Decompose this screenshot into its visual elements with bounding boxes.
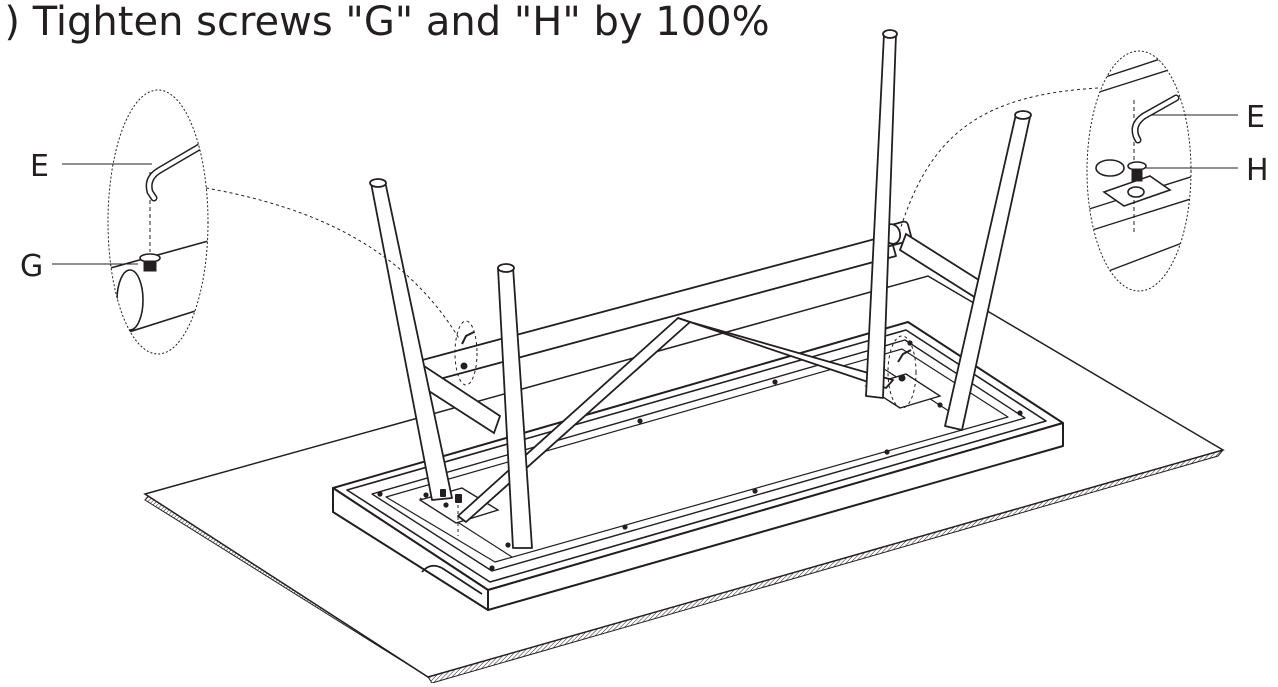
leg-front-left bbox=[497, 263, 533, 549]
leader-line-left bbox=[205, 187, 461, 341]
step-number-marker: ) bbox=[4, 0, 20, 45]
callout-left-screw-g: G bbox=[20, 249, 43, 284]
detail-marker-left bbox=[454, 320, 478, 386]
callout-right-wrench-e: E bbox=[1246, 100, 1265, 135]
zoom-inset-right bbox=[1086, 50, 1238, 292]
step-instruction-text: Tighten screws "G" and "H" by 100% bbox=[32, 0, 770, 45]
leg-front-right bbox=[944, 110, 1032, 431]
screw-g-location-left bbox=[440, 489, 462, 536]
callout-right-screw-h: H bbox=[1246, 153, 1269, 188]
leg-back-left bbox=[369, 178, 453, 501]
leg-back-right bbox=[865, 29, 898, 399]
table-legs bbox=[369, 29, 1032, 549]
callout-left-wrench-e: E bbox=[30, 149, 49, 184]
detail-marker-right bbox=[887, 335, 917, 409]
step-instruction: ) Tighten screws "G" and "H" by 100% bbox=[0, 0, 770, 50]
zoom-inset-left bbox=[52, 89, 209, 355]
leader-line-right bbox=[899, 87, 1099, 231]
frame-screws bbox=[377, 340, 1023, 571]
